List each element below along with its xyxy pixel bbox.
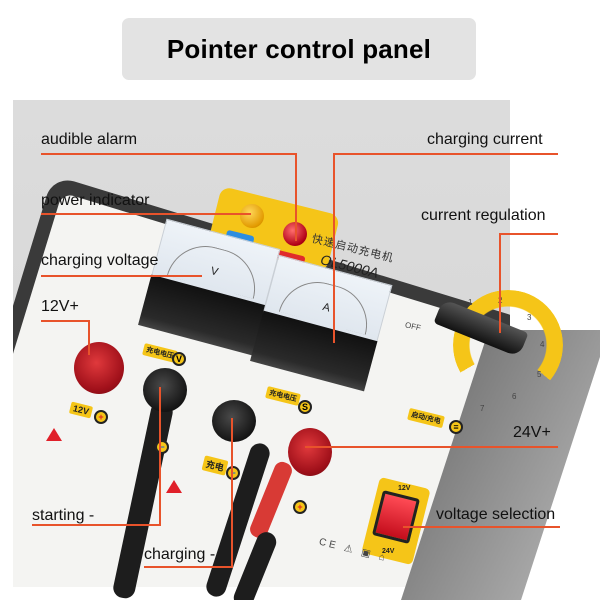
callout-starting-minus: starting -	[32, 507, 95, 524]
callout-line-current-regulation	[499, 233, 558, 235]
callout-line-audible-alarm-v	[295, 153, 297, 241]
callout-power-indicator: power indicator	[41, 192, 150, 209]
minus-icon-starting: −	[155, 440, 169, 454]
s-icon: S	[298, 400, 312, 414]
plus-icon-12v: +	[94, 410, 108, 424]
title-banner: Pointer control panel	[122, 18, 476, 80]
callout-line-audible-alarm	[41, 153, 296, 155]
terminal-24v-positive[interactable]	[288, 428, 332, 476]
callout-charging-voltage: charging voltage	[41, 252, 159, 269]
v-icon: V	[172, 352, 186, 366]
callout-line-voltage-selection	[403, 526, 560, 528]
terminal-12v-positive[interactable]	[74, 342, 124, 394]
callout-charging-current: charging current	[427, 131, 543, 148]
callout-line-power-indicator	[41, 213, 251, 215]
dial-position-5: 5	[537, 370, 542, 379]
callout-line-charging-minus-v	[231, 418, 233, 568]
warning-icon-left	[46, 428, 62, 441]
callout-line-12v-plus	[41, 320, 90, 322]
terminal-charging-negative[interactable]	[212, 400, 256, 442]
bars-icon: ≡	[449, 420, 463, 434]
callout-current-regulation: current regulation	[421, 207, 546, 224]
dial-position-3: 3	[527, 313, 532, 322]
callout-line-charging-current	[333, 153, 558, 155]
terminal-starting-negative[interactable]	[143, 368, 187, 412]
callout-12v-plus: 12V+	[41, 298, 79, 315]
callout-24v-plus: 24V+	[513, 424, 551, 441]
plus-icon-24v: +	[293, 500, 307, 514]
dial-position-6: 6	[512, 392, 517, 401]
dial-position-7: 7	[480, 404, 485, 413]
dial-position-1: 1	[468, 298, 473, 307]
warning-icon-center	[166, 480, 182, 493]
callout-line-charging-current-v	[333, 153, 335, 343]
callout-line-charging-minus	[144, 566, 232, 568]
callout-line-starting-minus-v	[159, 387, 161, 526]
callout-voltage-selection: voltage selection	[436, 506, 556, 523]
switch-label-12v: 12V	[398, 485, 411, 492]
switch-label-24v: 24V	[382, 548, 395, 555]
power-indicator-lamp	[240, 204, 264, 228]
minus-icon-charging: −	[226, 466, 240, 480]
callout-line-24v-plus	[305, 446, 558, 448]
callout-charging-minus: charging -	[144, 546, 216, 563]
callout-line-starting-minus	[32, 524, 161, 526]
callout-line-charging-voltage	[41, 275, 202, 277]
callout-line-12v-plus-v	[88, 320, 90, 355]
dial-position-4: 4	[540, 340, 545, 349]
page-title: Pointer control panel	[166, 33, 432, 64]
callout-audible-alarm: audible alarm	[41, 131, 138, 148]
callout-line-current-regulation-v	[499, 233, 501, 333]
